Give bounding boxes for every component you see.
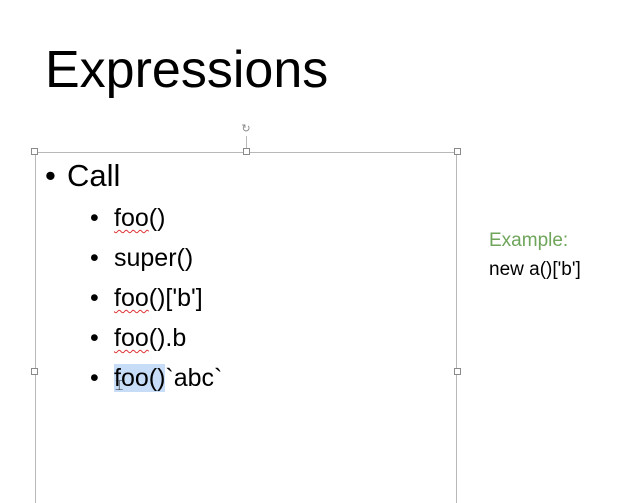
selected-text[interactable]: foo()	[114, 364, 166, 392]
spellcheck-word: foo	[114, 204, 149, 232]
resize-handle-top-left[interactable]	[31, 148, 38, 155]
bullet-icon: •	[90, 364, 99, 392]
bullet-icon: •	[90, 204, 99, 232]
list-item-text: super()	[114, 244, 194, 272]
list-item[interactable]: • super()	[90, 238, 222, 278]
example-label[interactable]: Example:	[489, 230, 569, 251]
bullet-call-label: Call	[67, 158, 121, 193]
resize-handle-top-right[interactable]	[454, 148, 461, 155]
call-sublist: •foo() •super() •foo()['b'] •foo().b •fo…	[90, 198, 222, 398]
list-item-text: ()	[148, 204, 166, 232]
rotate-handle-stem	[246, 136, 247, 152]
list-item[interactable]: • foo()`abc`	[90, 358, 222, 398]
rotate-handle-icon[interactable]: ↻	[241, 123, 251, 135]
list-item-text: `abc`	[165, 364, 223, 392]
list-item[interactable]: • foo()	[90, 198, 222, 238]
spellcheck-word: foo	[114, 284, 149, 312]
list-item[interactable]: • foo().b	[90, 318, 222, 358]
resize-handle-right[interactable]	[454, 368, 461, 375]
bullet-call[interactable]: • Call	[45, 157, 120, 195]
i-beam-cursor-icon: ⌶	[115, 377, 124, 393]
bullet-icon: •	[90, 244, 99, 272]
list-item[interactable]: • foo()['b']	[90, 278, 222, 318]
bullet-icon: •	[90, 284, 99, 312]
spellcheck-word: foo	[114, 324, 149, 352]
bullet-icon: •	[90, 324, 99, 352]
list-item-text: ().b	[148, 324, 187, 352]
list-item-text: ()['b']	[148, 284, 203, 312]
resize-handle-top[interactable]	[243, 148, 250, 155]
slide-title[interactable]: Expressions	[45, 41, 329, 99]
bullet-icon: •	[45, 158, 56, 193]
resize-handle-left[interactable]	[31, 368, 38, 375]
example-code[interactable]: new a()['b']	[489, 259, 581, 280]
